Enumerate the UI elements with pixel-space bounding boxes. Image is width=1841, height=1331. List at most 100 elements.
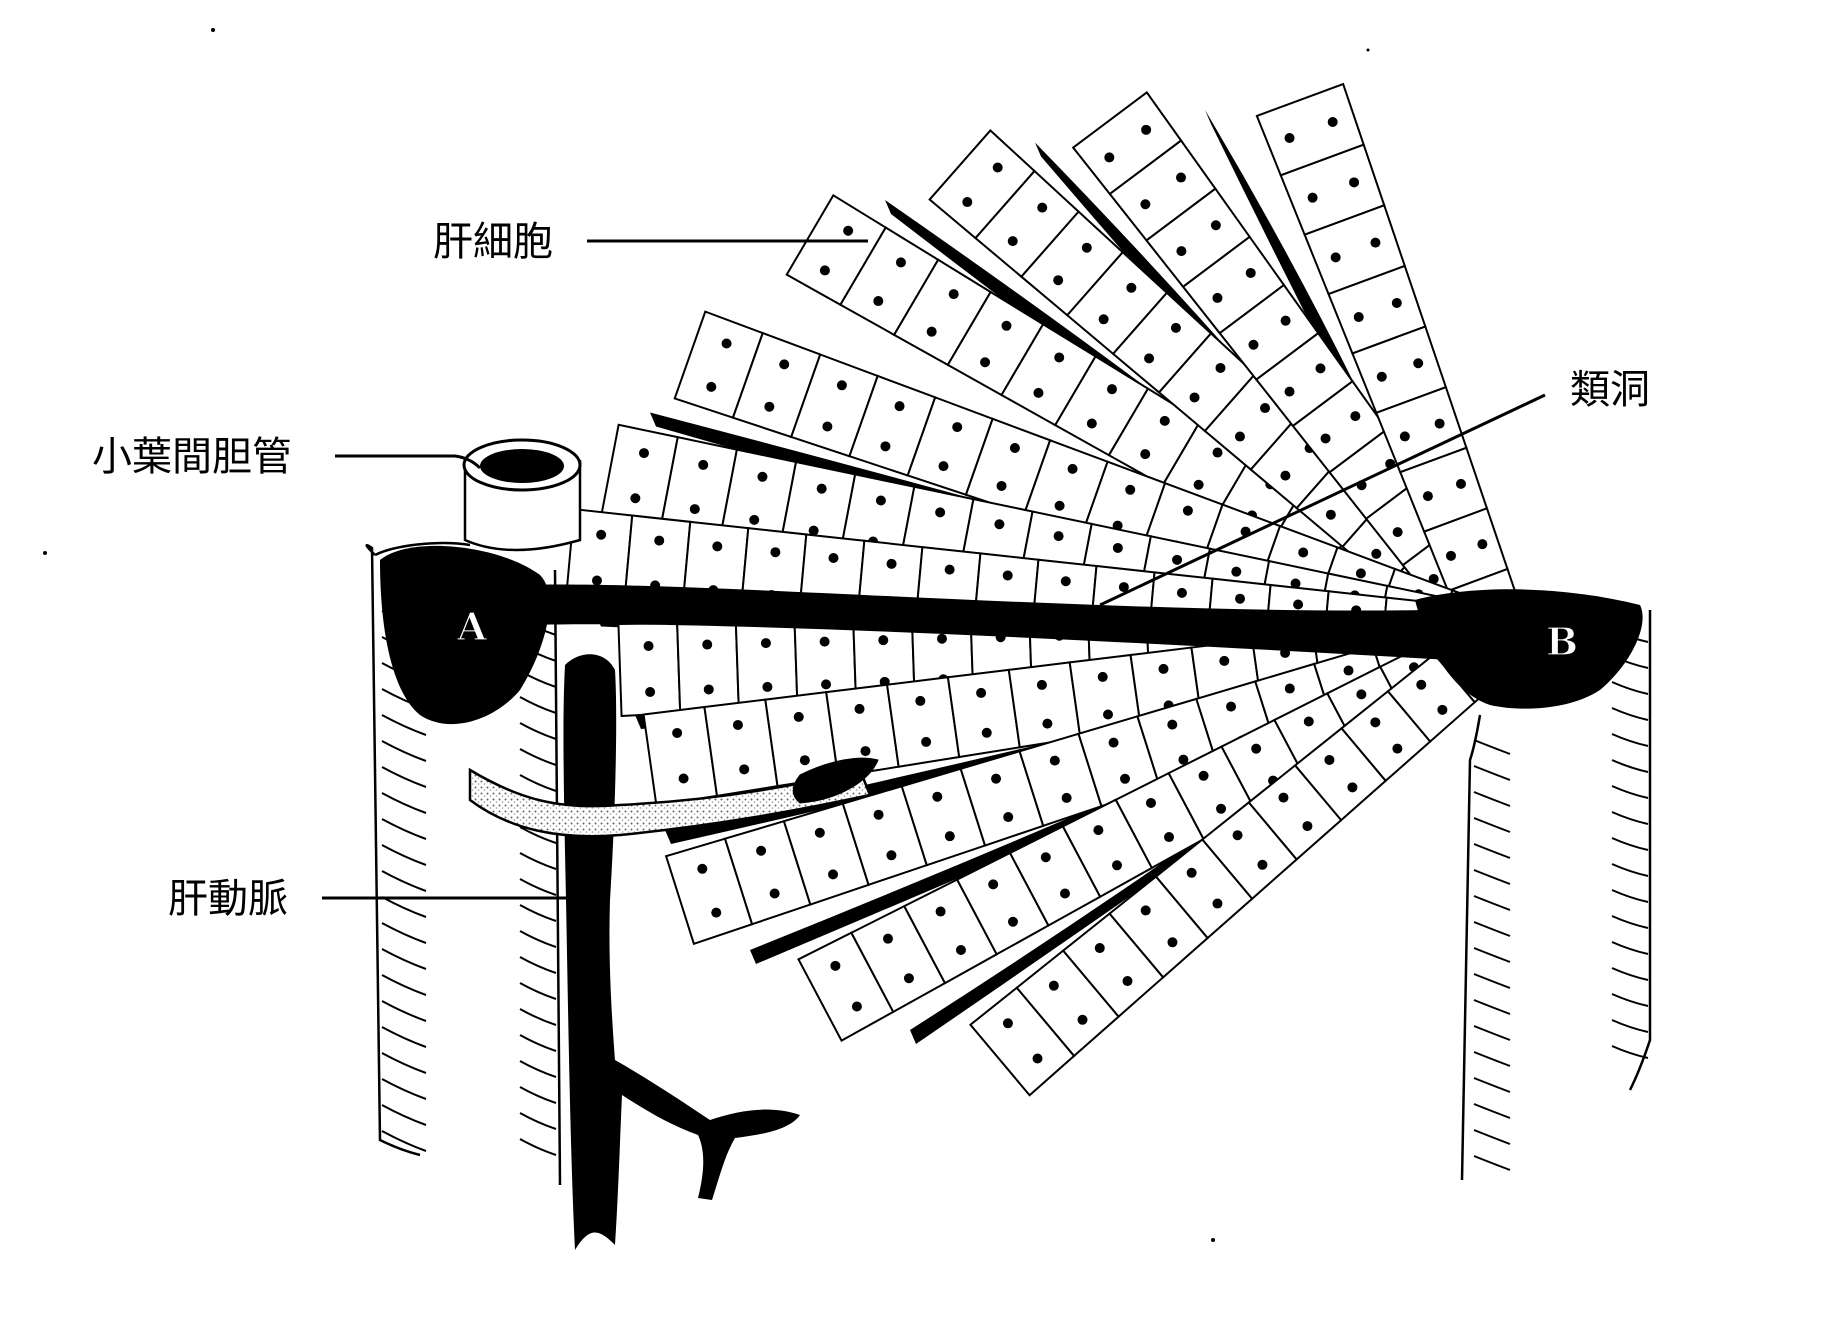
column-striation: [1611, 707, 1649, 721]
column-striation: [381, 948, 427, 970]
column-striation: [1473, 1129, 1511, 1145]
right-vessel-column: [1460, 610, 1652, 1181]
cell-nucleus: [1175, 172, 1186, 183]
cell-nucleus: [1212, 292, 1223, 303]
cell-nucleus: [762, 681, 773, 692]
cell-nucleus: [1245, 267, 1256, 278]
cell-nucleus: [1081, 242, 1092, 253]
column-striation: [381, 1130, 427, 1152]
stippled-portal-branch: [468, 767, 872, 838]
cell-nucleus: [1049, 755, 1060, 766]
cell-nucleus: [712, 541, 723, 552]
cell-nucleus: [822, 421, 833, 432]
cell-nucleus: [1103, 709, 1114, 720]
cell-nucleus: [749, 514, 760, 525]
cell-nucleus: [1391, 297, 1402, 308]
vessel-letter-b: B: [1546, 619, 1578, 664]
column-striation: [1473, 973, 1511, 989]
cell-nucleus: [756, 845, 767, 856]
cell-nucleus: [1053, 531, 1064, 542]
column-striation: [519, 1138, 557, 1156]
cell-nucleus: [1125, 484, 1136, 495]
hepatocyte: [617, 622, 682, 718]
cell-nucleus: [1141, 124, 1152, 135]
cell-nucleus: [1226, 701, 1237, 712]
column-striation: [519, 722, 557, 740]
cell-nucleus: [1164, 832, 1175, 843]
cell-nucleus: [1002, 570, 1013, 581]
cell-nucleus: [1356, 689, 1367, 700]
cell-nucleus: [1307, 192, 1318, 203]
cell-nucleus: [769, 888, 780, 899]
cell-nucleus: [1120, 773, 1131, 784]
cell-nucleus: [1315, 363, 1326, 374]
cell-nucleus: [1126, 282, 1137, 293]
cell-nucleus: [1145, 797, 1156, 808]
cell-nucleus: [1086, 418, 1097, 429]
column-striation: [1473, 999, 1511, 1015]
cell-nucleus: [1392, 527, 1403, 538]
column-striation: [1473, 1155, 1511, 1171]
column-striation: [519, 1112, 557, 1130]
column-striation: [381, 1000, 427, 1022]
cell-nucleus: [1054, 352, 1065, 363]
cell-nucleus: [1159, 415, 1170, 426]
cell-nucleus: [1298, 547, 1309, 558]
cell-nucleus: [672, 727, 683, 738]
cell-nucleus: [1434, 418, 1445, 429]
stippled-branch-lumen: [792, 757, 879, 804]
column-striation: [1473, 1051, 1511, 1067]
column-striation: [519, 904, 557, 922]
cell-nucleus: [1234, 431, 1245, 442]
cell-nucleus: [886, 850, 897, 861]
column-striation: [381, 922, 427, 944]
cell-nucleus: [955, 945, 966, 956]
column-striation: [381, 844, 427, 866]
leader-lines: [322, 239, 1546, 900]
cell-nucleus: [894, 401, 905, 412]
cell-nucleus: [1007, 236, 1018, 247]
cell-nucleus: [1094, 943, 1105, 954]
cell-nucleus: [1036, 679, 1047, 690]
cell-nucleus: [1303, 716, 1314, 727]
column-striation: [519, 982, 557, 1000]
cell-nucleus: [702, 639, 713, 650]
cell-nucleus: [1235, 593, 1246, 604]
cell-nucleus: [875, 495, 886, 506]
sinusoid-leader: [1099, 393, 1546, 607]
column-striation: [1473, 947, 1511, 963]
cell-nucleus: [1257, 859, 1268, 870]
cell-nucleus: [1278, 792, 1289, 803]
column-striation: [1473, 921, 1511, 937]
cell-nucleus: [1182, 505, 1193, 516]
cell-nucleus: [851, 1001, 862, 1012]
column-striation: [1611, 785, 1649, 799]
cell-nucleus: [1330, 252, 1341, 263]
label-hepatic-artery: 肝動脈: [168, 876, 288, 922]
cell-nucleus: [1054, 500, 1065, 511]
cell-nucleus: [678, 773, 689, 784]
cell-nucleus: [1122, 976, 1133, 987]
cell-nucleus: [1399, 431, 1410, 442]
cell-nucleus: [836, 380, 847, 391]
cell-nucleus: [1108, 737, 1119, 748]
cell-nucleus: [830, 960, 841, 971]
cell-nucleus: [1140, 199, 1151, 210]
cell-nucleus: [1158, 663, 1169, 674]
cell-nucleus: [821, 679, 832, 690]
cell-nucleus: [793, 711, 804, 722]
bile-duct-lumen: [480, 449, 564, 483]
cell-nucleus: [1170, 322, 1181, 333]
cell-nucleus: [721, 338, 732, 349]
cell-nucleus: [935, 906, 946, 917]
column-striation: [519, 1060, 557, 1078]
column-striation: [1473, 765, 1511, 781]
cell-nucleus: [739, 764, 750, 775]
cell-nucleus: [882, 933, 893, 944]
column-striation: [381, 974, 427, 996]
cell-nucleus: [1290, 578, 1301, 589]
cell-nucleus: [991, 773, 1002, 784]
cell-nucleus: [1219, 655, 1230, 666]
cell-nucleus: [1370, 717, 1381, 728]
cell-nucleus: [1212, 447, 1223, 458]
